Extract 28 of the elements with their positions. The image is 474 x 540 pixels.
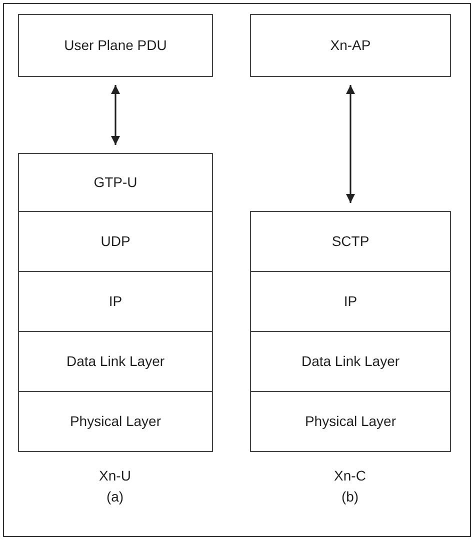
layer-box [18,211,213,272]
layer-label: Xn-AP [330,36,371,55]
layer-box [250,271,451,332]
layer-label: UDP [100,232,130,251]
layer-label: User Plane PDU [64,36,167,55]
layer-box [250,211,451,272]
layer-label: IP [344,292,358,311]
caption-label: Xn-C [334,466,366,486]
layer-label: SCTP [332,232,370,251]
layer-box [18,391,213,452]
caption-label: (a) [106,488,124,506]
caption-label: (b) [341,488,359,506]
layer-box [250,391,451,452]
layer-label: Data Link Layer [66,352,165,371]
layer-box [250,14,451,77]
layer-box [250,331,451,392]
layer-box [18,153,213,212]
layer-label: GTP-U [94,173,138,192]
layer-label: Physical Layer [70,412,162,431]
layer-box [18,271,213,332]
layer-box [18,331,213,392]
layer-label: Physical Layer [304,412,396,431]
double-arrow [111,85,120,145]
layer-box [18,14,213,77]
caption-label: Xn-U [99,466,131,486]
layer-label: IP [108,292,122,311]
layer-label: Data Link Layer [301,352,400,371]
double-arrow [346,85,355,203]
